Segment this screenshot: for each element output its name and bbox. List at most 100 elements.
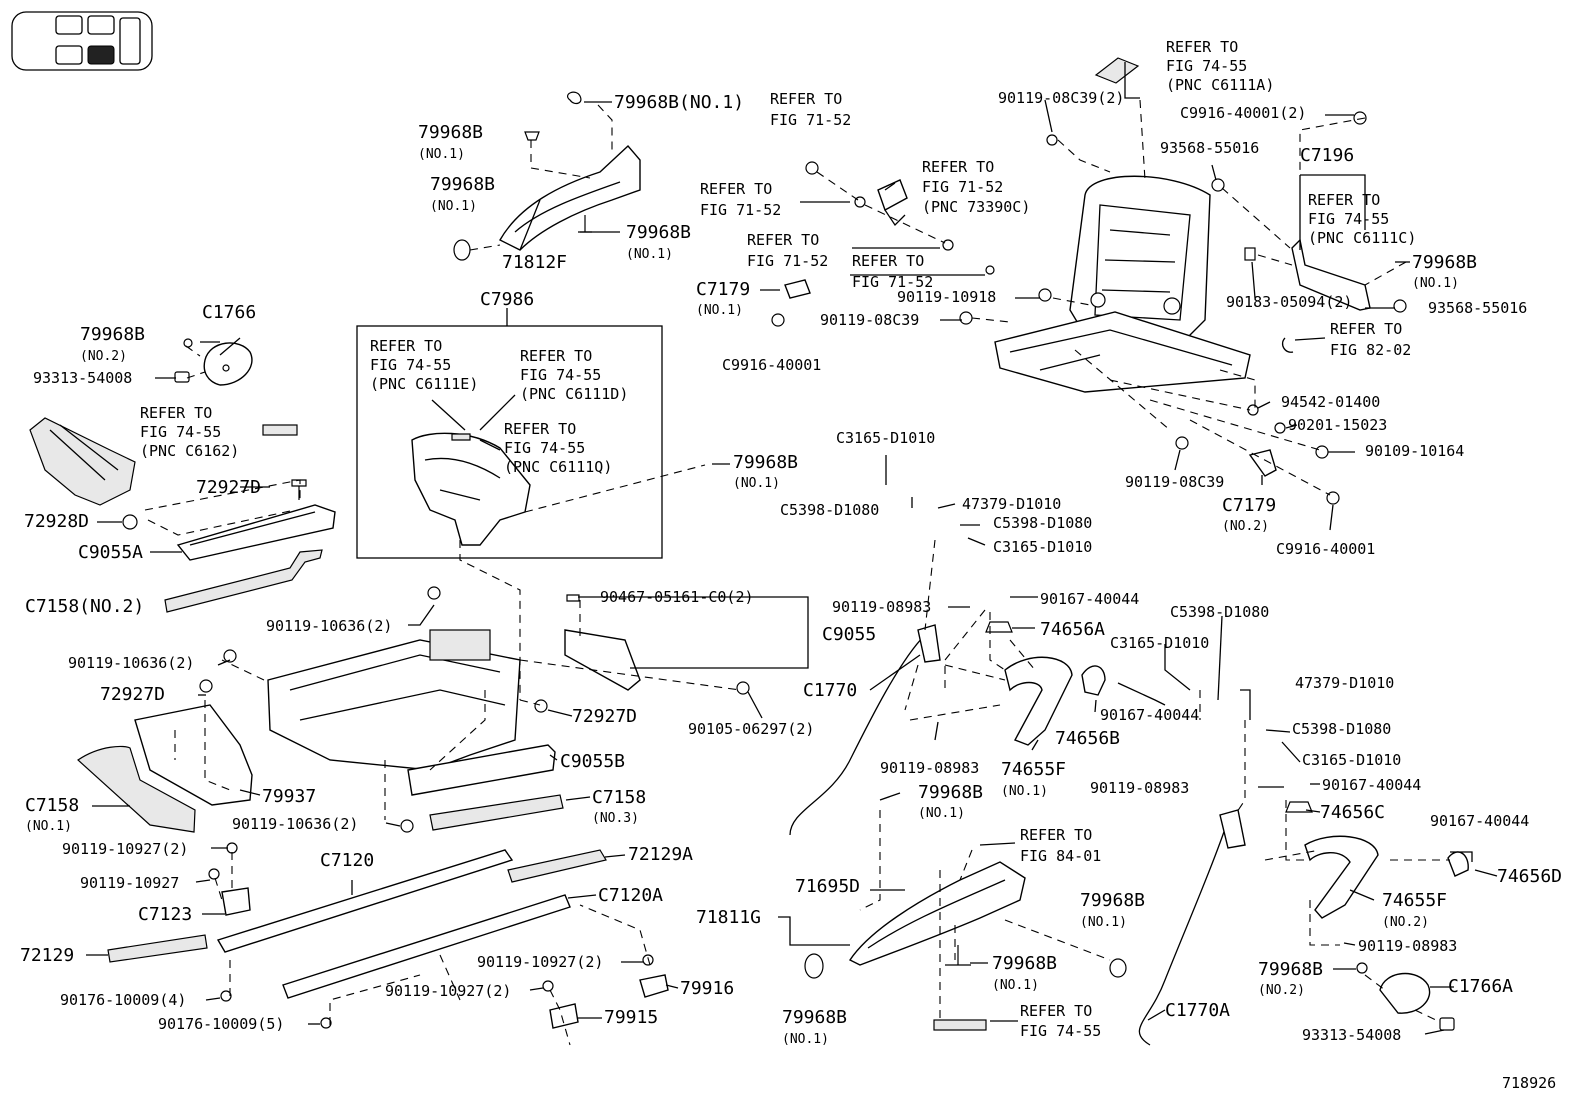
- callout-79968B-no1-g: 79968B(NO.1): [918, 782, 983, 821]
- callout-line: C7986: [480, 289, 534, 310]
- callout-line: 90176-10009(5): [158, 1015, 284, 1033]
- callout-line: 93313-54008: [33, 369, 132, 387]
- callout-line: 90109-10164: [1365, 442, 1464, 460]
- callout-90119-10636-2c: 90119-10636(2): [232, 815, 358, 833]
- callout-C5398-D1080-d: C5398-D1080: [1292, 720, 1391, 738]
- c9055a-rail-shape: [176, 504, 336, 561]
- callout-line: REFER TO: [140, 404, 212, 422]
- callout-line: C7158: [25, 795, 79, 816]
- callout-line: 90167-40044: [1040, 590, 1139, 608]
- callout-C7123: C7123: [138, 904, 192, 925]
- callout-line: 90119-08C39: [1125, 473, 1224, 491]
- callout-line: C9055: [822, 624, 876, 645]
- callout-line: C9055A: [78, 542, 143, 563]
- callout-C5398-D1080-c: C5398-D1080: [1170, 603, 1269, 621]
- callout-72927D-a: 72927D: [196, 477, 261, 498]
- callout-line: 79968B: [1080, 890, 1145, 911]
- callout-line: (NO.1): [626, 247, 673, 262]
- 72129A-strip-shape: [507, 849, 607, 883]
- callout-72129: 72129: [20, 945, 74, 966]
- callout-line: C9055B: [560, 751, 625, 772]
- callout-90119-10636-2a: 90119-10636(2): [266, 617, 392, 635]
- callout-C7120A: C7120A: [598, 885, 663, 906]
- callout-C5398-D1080-a: C5398-D1080: [780, 501, 879, 519]
- callout-line: 90119-10636(2): [266, 617, 392, 635]
- callout-90119-08C39-a: 90119-08C39: [820, 311, 919, 329]
- callout-74656B: 74656B: [1055, 728, 1120, 749]
- callout-79968B-no1-c: 79968B(NO.1): [430, 174, 495, 214]
- callout-90167-40044-c: 90167-40044: [1322, 776, 1421, 794]
- callout-line: REFER TO: [1020, 826, 1092, 844]
- callout-line: (NO.3): [592, 811, 639, 826]
- callout-line: 93568-55016: [1428, 299, 1527, 317]
- callout-line: C1770: [803, 680, 857, 701]
- callout-line: (NO.2): [80, 349, 127, 364]
- callout-71812F: 71812F: [502, 252, 567, 273]
- callout-79968B-no1-j: 79968B(NO.1): [782, 1007, 847, 1047]
- callout-line: (NO.2): [1258, 983, 1305, 998]
- callout-line: REFER TO: [1166, 38, 1238, 56]
- callout-line: 79916: [680, 978, 734, 999]
- callout-90119-08983-b: 90119-08983: [880, 759, 979, 777]
- callout-C9055A: C9055A: [78, 542, 143, 563]
- callout-90176-10009-5: 90176-10009(5): [158, 1015, 284, 1033]
- callout-C9916-40001-a: C9916-40001: [722, 356, 821, 374]
- c1766A-pad-shape: [1379, 972, 1431, 1014]
- callout-line: (NO.2): [1222, 519, 1269, 534]
- callout-line: C7158(NO.2): [25, 596, 144, 617]
- c1766-pad-shape: [174, 338, 253, 386]
- callout-90167-40044-a: 90167-40044: [1040, 590, 1139, 608]
- callout-C9055: C9055: [822, 624, 876, 645]
- assembly-dashed-lines: [144, 99, 1450, 1046]
- callout-line: REFER TO: [1308, 191, 1380, 209]
- callout-line: 90119-08983: [1358, 937, 1457, 955]
- callout-93568-55016-a: 93568-55016: [1160, 139, 1259, 157]
- callout-line: REFER TO: [520, 347, 592, 365]
- callout-90105-06297: 90105-06297(2): [688, 720, 814, 738]
- callout-line: 90183-05094(2): [1226, 293, 1352, 311]
- callout-90119-08983-d: 90119-08983: [1358, 937, 1457, 955]
- callout-74655F-no1: 74655F(NO.1): [1001, 759, 1066, 799]
- callout-C1770: C1770: [803, 680, 857, 701]
- callout-line: 79968B: [80, 324, 145, 345]
- callout-C7196: C7196: [1300, 145, 1354, 166]
- callout-line: C5398-D1080: [1170, 603, 1269, 621]
- callout-line: (NO.1): [1412, 276, 1459, 291]
- seat-cushion-frame-shape: [994, 311, 1251, 393]
- callout-90119-10927-2b: 90119-10927(2): [477, 953, 603, 971]
- callout-47379-D1010-a: 47379-D1010: [962, 495, 1061, 513]
- callout-74656C: 74656C: [1320, 802, 1385, 823]
- callout-line: FIG 74-55: [1166, 57, 1247, 75]
- callout-line: (NO.1): [992, 978, 1039, 993]
- c7196-bracket-shape: [1291, 238, 1371, 311]
- callout-79968B-no1-a: 79968B(NO.1): [614, 92, 744, 113]
- callout-90167-40044-d: 90167-40044: [1430, 812, 1529, 830]
- handle-74655F-no2-shape: [1304, 835, 1379, 919]
- callout-line: (PNC C6111A): [1166, 76, 1274, 94]
- callout-line: 72129: [20, 945, 74, 966]
- callout-74656A: 74656A: [1040, 619, 1105, 640]
- callout-line: 79968B: [733, 452, 798, 473]
- callout-line: 71812F: [502, 252, 567, 273]
- callout-line: 90119-10918: [897, 288, 996, 306]
- callout-C7120: C7120: [320, 850, 374, 871]
- callout-line: 79968B(NO.1): [614, 92, 744, 113]
- callout-line: 72927D: [100, 684, 165, 705]
- callout-line: 79968B: [418, 122, 483, 143]
- callout-C7158-no3: C7158(NO.3): [592, 787, 646, 826]
- side-cover-71812F-shape: [499, 144, 641, 251]
- callout-line: (NO.1): [430, 199, 477, 214]
- callout-line: 74656B: [1055, 728, 1120, 749]
- seat-back-frame-shape: [1069, 175, 1211, 346]
- callout-90119-10927-2c: 90119-10927(2): [385, 982, 511, 1000]
- callout-line: 90119-08C39(2): [998, 89, 1124, 107]
- callout-line: 72927D: [572, 706, 637, 727]
- callout-line: 90201-15023: [1288, 416, 1387, 434]
- callout-line: 71811G: [696, 907, 761, 928]
- callout-90109-10164: 90109-10164: [1365, 442, 1464, 460]
- callout-line: (NO.1): [418, 147, 465, 162]
- callout-90119-08983-a: 90119-08983: [832, 598, 931, 616]
- callout-90119-08C39-b: 90119-08C39: [1125, 473, 1224, 491]
